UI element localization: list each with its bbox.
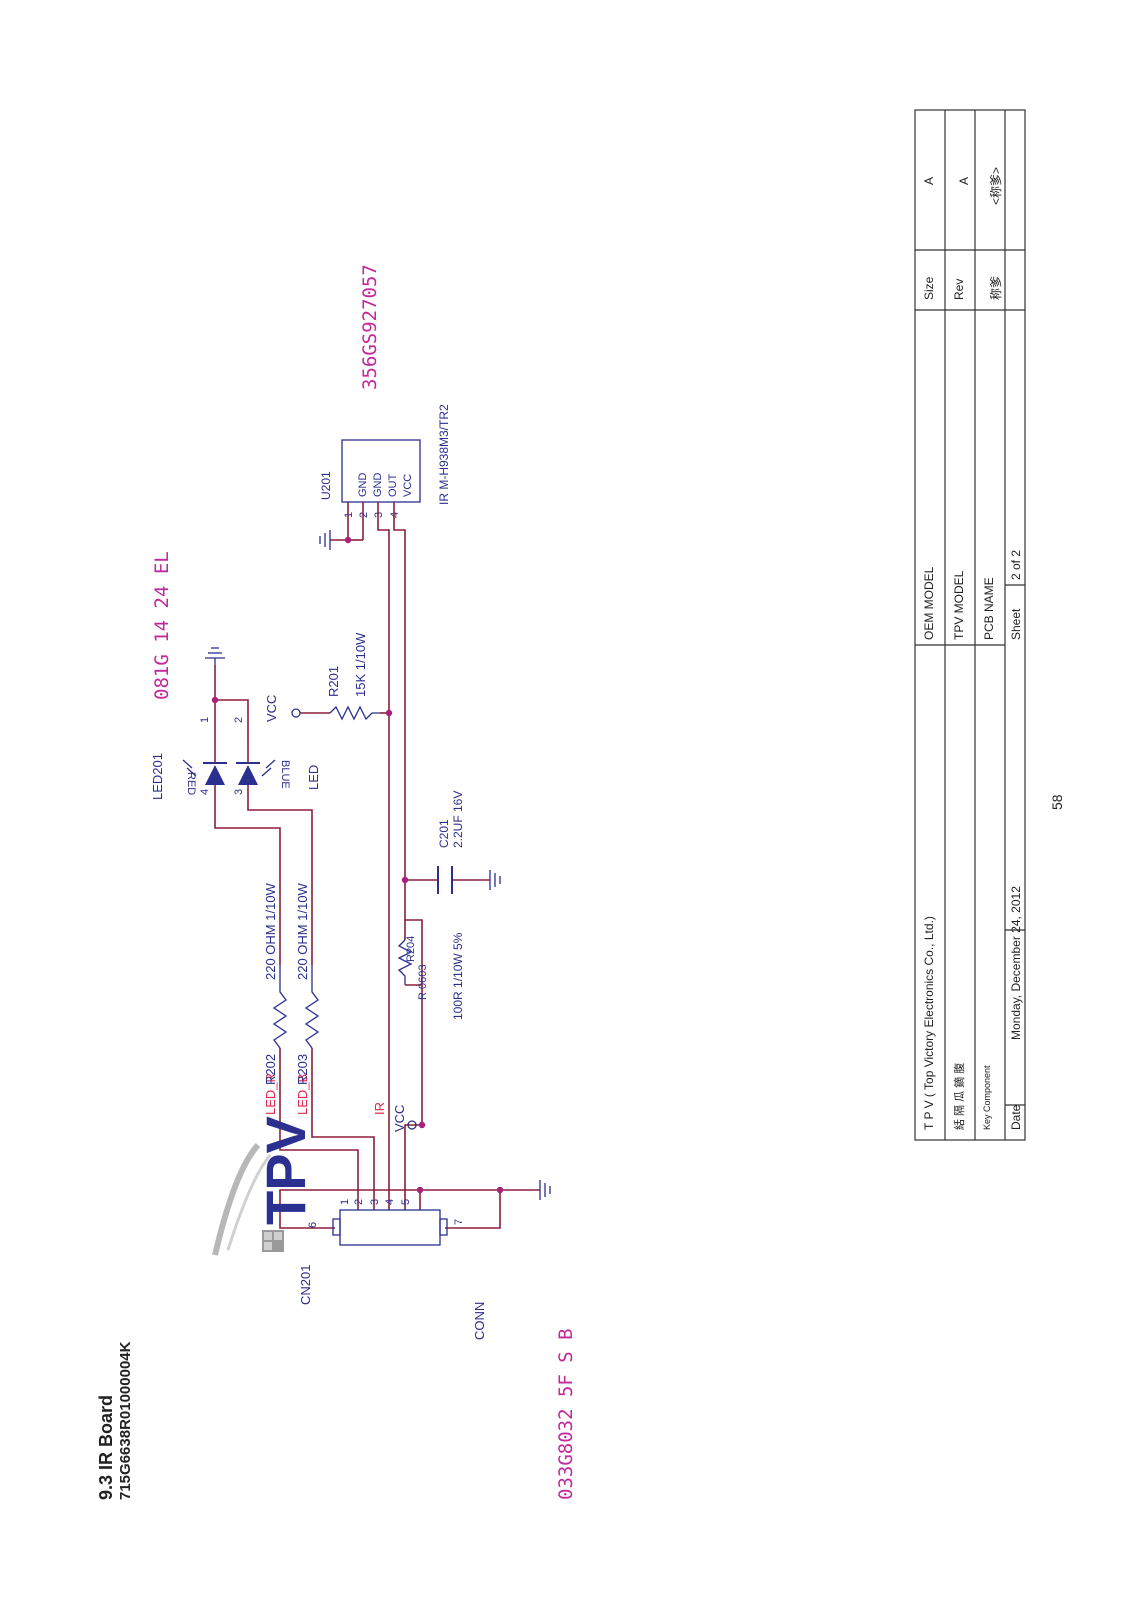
cn201-type: CONN [472,1302,487,1340]
resistor-r204: R204 R 0603 100R 1/10W 5% [397,932,465,1020]
sheet-label: Sheet [1009,608,1023,640]
rev-label: Rev [952,279,966,300]
ic-u201: U201 GND GND OUT VCC 1 2 3 4 IR M-H938M3… [319,404,451,522]
date-label: Date [1009,1104,1023,1130]
capacitor-c201: C201 2.2UF 16V [437,791,465,894]
u201-pin-num: 2 [358,512,370,518]
wires [214,522,540,1229]
cn-pin-1: 1 [339,1199,351,1205]
garbled-title: 絬 隔 瓜 鏑 腹 [952,1063,966,1130]
u201-ref: U201 [319,471,333,500]
net-led-r: LED_R [263,1073,278,1115]
resistor-r203: R203 220 OHM 1/10W [295,882,320,1085]
cn-pin-4: 4 [384,1199,396,1205]
code-mid: 081G 14 24 EL [151,551,173,700]
header: 9.3 IR Board 715G6638R01000004K [96,1341,134,1500]
r201-value: 15K 1/10W [353,632,368,697]
rev-value: A [957,177,971,185]
led-led201: LED201 RED BLUE LED VCC 1 2 3 4 [150,695,321,800]
r202-ref: R202 [263,1054,278,1085]
r202-value: 220 OHM 1/10W [263,882,278,980]
led201-ref: LED201 [150,753,165,800]
ground-icon [319,530,331,550]
connector-cn201: 1 2 3 4 5 6 7 CN201 CONN [298,1199,487,1340]
code-left: 033G8032 5F S B [555,1328,577,1500]
size-value: A [922,177,936,185]
u201-pin-name: GND [357,473,369,498]
u201-pin-num: 3 [373,512,385,518]
cn201-ref: CN201 [298,1265,313,1305]
cn-pin-6: 6 [307,1222,319,1228]
cn-pin-3: 3 [369,1199,381,1205]
u201-pin-name: VCC [402,474,414,497]
u201-pin-name: GND [372,473,384,498]
name-value: <称爹> [989,167,1003,205]
oem-model-label: OEM MODEL [922,566,936,640]
led-pin-2: 2 [233,717,245,723]
u201-pin-num: 1 [343,512,355,518]
r201-ref: R201 [326,666,341,697]
c201-value: 2.2UF 16V [451,791,465,848]
led-pin-4: 4 [199,789,211,795]
company-name: T P V ( Top Victory Electronics Co., Ltd… [922,916,936,1130]
date-value: Monday, December 24, 2012 [1009,886,1023,1040]
ground-icon [489,870,501,890]
title-block [914,109,1026,1141]
r203-value: 220 OHM 1/10W [295,882,310,980]
pcb-name-label: PCB NAME [982,577,996,640]
ground-icon [539,1180,551,1200]
r203-ref: R203 [295,1054,310,1085]
cn-pin-7: 7 [453,1219,465,1225]
u201-pin-num: 4 [389,512,401,518]
size-label: Size [922,276,936,300]
r204-package: R 0603 [417,965,429,1000]
led201-value: LED [306,765,321,790]
net-ir: IR [372,1102,387,1115]
c201-ref: C201 [437,819,451,848]
resistor-r202: R202 220 OHM 1/10W [263,882,288,1085]
logo-text: TPV [254,1116,317,1225]
part-number: 715G6638R01000004K [117,1341,134,1500]
u201-part: IR M-H938M3/TR2 [437,404,451,505]
led-blue-label: BLUE [279,760,291,789]
u201-pin-name: OUT [387,474,399,498]
tpv-model-label: TPV MODEL [952,570,966,640]
led-pin-3: 3 [233,789,245,795]
ground-icon [205,647,225,665]
led-red-label: RED [185,772,197,795]
name-label: 称爹 [989,276,1003,300]
vcc-label: VCC [392,1105,407,1132]
cn-pin-2: 2 [353,1199,365,1205]
cn-pin-5: 5 [400,1199,412,1205]
r204-ref: R204 [405,936,417,962]
page-number: 58 [1049,794,1065,810]
code-ir: 356GS927057 [359,264,381,390]
led-vcc-label: VCC [264,695,279,722]
led-pin-1: 1 [199,717,211,723]
section-title: 9.3 IR Board [96,1395,116,1500]
net-led-b: LED_B [295,1074,310,1115]
key-component-label: Key Component [982,1065,992,1130]
sheet-value: 2 of 2 [1009,550,1023,580]
resistor-r201: R201 15K 1/10W [291,632,380,721]
tpv-logo: TPV [212,1116,317,1256]
junctions [211,536,504,1194]
r204-value: 100R 1/10W 5% [451,932,465,1020]
vcc-symbol: VCC [392,1105,417,1132]
